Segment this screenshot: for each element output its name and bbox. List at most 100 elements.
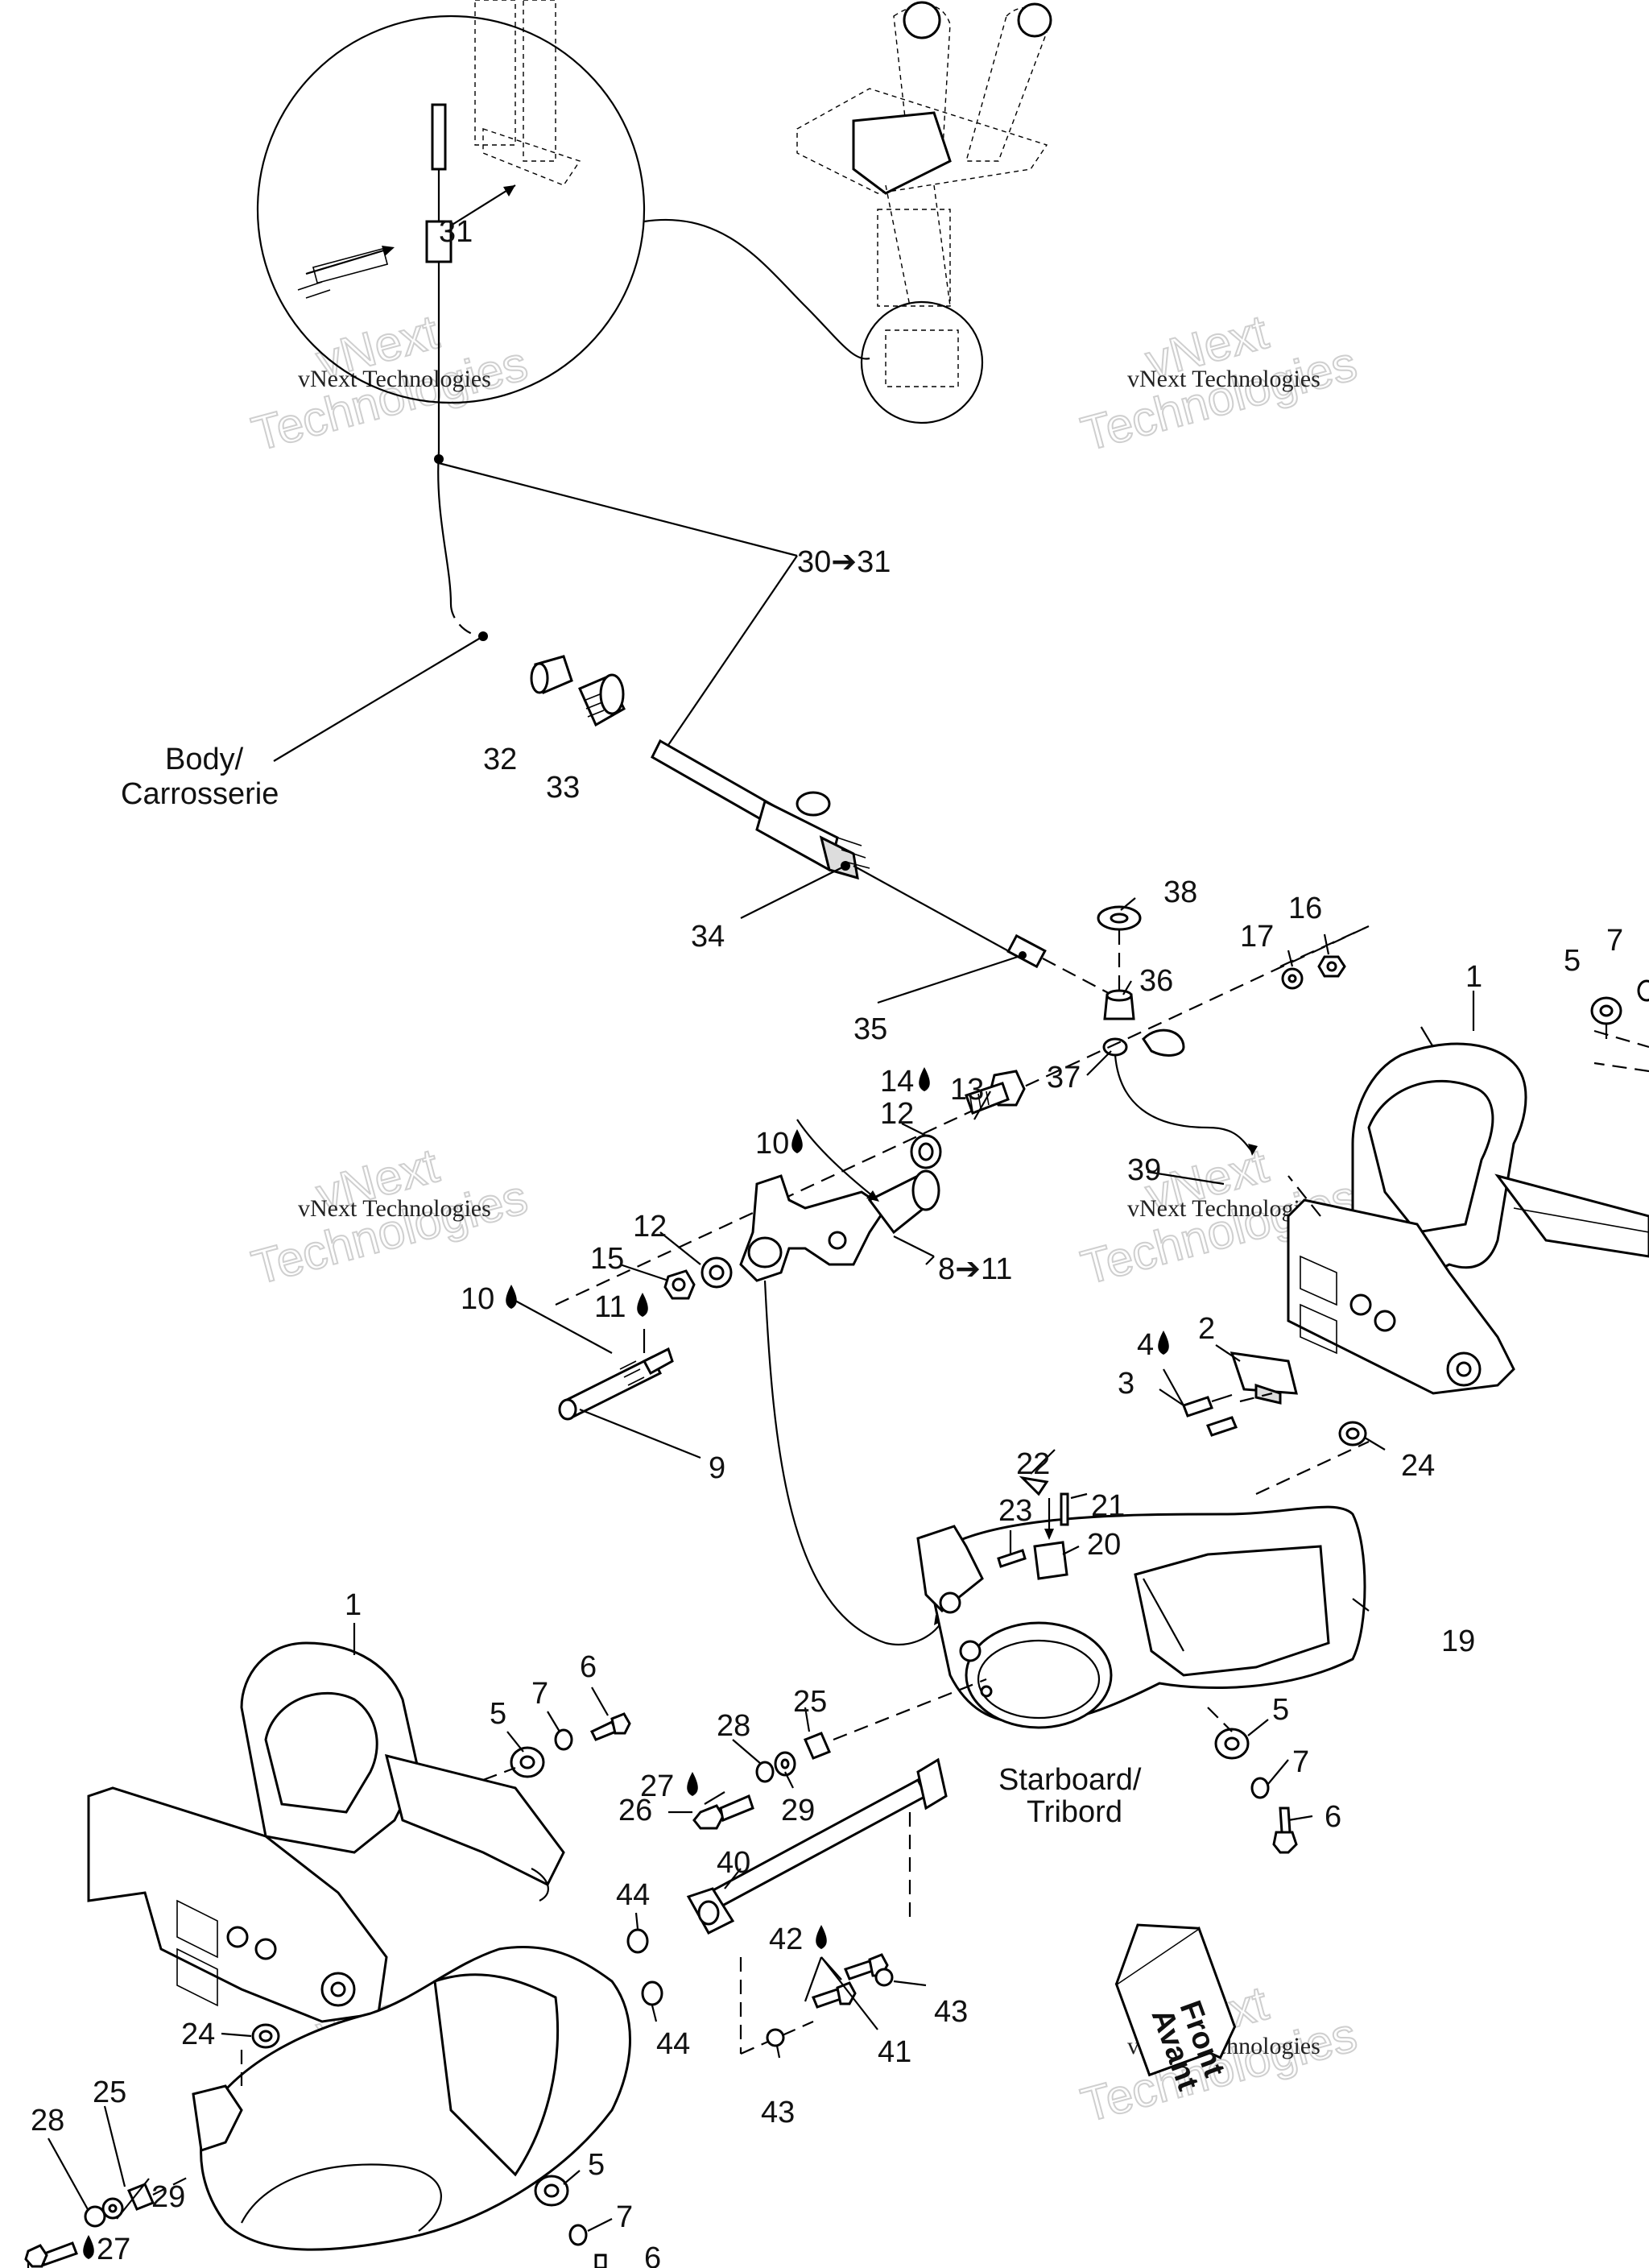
- label-7-top: 7: [1606, 924, 1623, 958]
- part-1-bracket-lower: [87, 1641, 565, 2023]
- part-5-grommet-left: [510, 1746, 545, 1778]
- starboard-label: Starboard/: [998, 1763, 1142, 1797]
- label-22: 22: [1016, 1447, 1050, 1481]
- part-29-washer-lower: [101, 2197, 124, 2220]
- label-5-top: 5: [1564, 944, 1581, 978]
- body-label: Body/: [165, 743, 244, 776]
- part-16-nut: [1317, 955, 1346, 978]
- label-26: 26: [618, 1794, 652, 1827]
- label-6-right: 6: [1325, 1800, 1341, 1834]
- part-34-cable-end: [651, 739, 1120, 1004]
- watermark-top-left: vNext Technologies vNext Technologies: [246, 304, 534, 461]
- shifter-handle-left: [903, 1, 941, 39]
- shifter-detail-circle: [860, 300, 984, 424]
- label-2: 2: [1198, 1312, 1215, 1346]
- label-20: 20: [1087, 1528, 1121, 1562]
- label-44-top: 44: [616, 1878, 650, 1912]
- label-25-bottom: 25: [93, 2076, 126, 2109]
- part-43-nut-b: [766, 2028, 785, 2047]
- label-10-top: 10: [755, 1127, 789, 1161]
- label-33: 33: [546, 771, 580, 805]
- part-7-washer-bottom: [568, 2224, 588, 2246]
- part-12-bushing-lower: [701, 1256, 733, 1289]
- part-6-screw-right: [1272, 1807, 1298, 1854]
- part-7-washer-right: [1250, 1777, 1270, 1799]
- label-37: 37: [1047, 1061, 1081, 1095]
- label-5-bottom: 5: [588, 2148, 605, 2182]
- drop-icon: [919, 1067, 930, 1091]
- cable-swivel-31: [425, 220, 453, 263]
- part-7-washer-top: [1637, 979, 1649, 1002]
- label-28-mid: 28: [717, 1709, 750, 1743]
- label-27-mid: 27: [640, 1769, 674, 1803]
- label-1-bottom: 1: [345, 1588, 362, 1622]
- label-31: 31: [439, 215, 473, 249]
- label-32: 32: [483, 743, 517, 776]
- label-13: 13: [950, 1073, 984, 1107]
- lubricant-drop-icons: [83, 1067, 1169, 2259]
- label-7-bottom: 7: [616, 2200, 633, 2234]
- detail-circle-view: [256, 0, 870, 451]
- part-29-washer-mid: [774, 1751, 796, 1777]
- label-43-right: 43: [934, 1995, 968, 2029]
- callout-texts: Body/ Carrosserie Starboard/ Tribord: [121, 743, 1142, 1829]
- part-44-bushing-b: [641, 1980, 663, 2006]
- part-5-grommet-right: [1214, 1728, 1250, 1760]
- part-12-bushing-upper: [910, 1134, 942, 1169]
- part-24-bushing-lower: [251, 2023, 280, 2049]
- part-19-nozzle-starboard: [916, 1505, 1366, 1729]
- leader-body: [273, 635, 484, 762]
- watermark-top-right: vNext Technologies vNext Technologies: [1075, 304, 1363, 461]
- part-17-washer: [1281, 967, 1304, 990]
- drop-icon: [687, 1772, 698, 1796]
- label-24-bottom: 24: [181, 2018, 215, 2051]
- label-15: 15: [590, 1242, 624, 1276]
- label-24-top: 24: [1401, 1449, 1435, 1483]
- ball-socket: [1142, 1028, 1185, 1057]
- leader-35: [877, 954, 1023, 1004]
- part-3-screw: [1182, 1393, 1238, 1437]
- label-38: 38: [1163, 875, 1197, 909]
- cable-eye-end: [431, 103, 447, 171]
- label-41: 41: [878, 2035, 911, 2069]
- label-21: 21: [1091, 1489, 1125, 1523]
- part-27-bolt-lower: [24, 2241, 78, 2268]
- part-7-washer-left: [554, 1728, 573, 1751]
- leader-30: [438, 461, 798, 557]
- label-7-left: 7: [531, 1677, 548, 1711]
- part-28-washer-mid: [755, 1761, 775, 1783]
- front-arrow: Front Avant: [1114, 1923, 1237, 2095]
- part-8-shift-lever: [739, 1169, 940, 1282]
- part-32-bushing: [530, 655, 573, 695]
- label-4: 4: [1137, 1328, 1154, 1362]
- drop-icon: [506, 1285, 517, 1309]
- label-17: 17: [1240, 920, 1274, 954]
- label-5-right: 5: [1272, 1693, 1289, 1727]
- shifter-assembly: [796, 1, 1052, 424]
- label-16: 16: [1288, 892, 1322, 925]
- part-19-nozzle-port: [192, 1945, 631, 2251]
- part-44-bushing-a: [626, 1928, 649, 1954]
- shifter-handle-right: [1017, 2, 1052, 38]
- label-25-mid: 25: [793, 1685, 827, 1719]
- label-23: 23: [998, 1494, 1032, 1528]
- leader-34: [740, 865, 846, 919]
- part-6-screw-left: [589, 1712, 631, 1741]
- label-7-right: 7: [1292, 1745, 1309, 1779]
- drop-icon: [83, 2235, 94, 2259]
- part-41-bolt-a: [811, 1981, 857, 2009]
- label-27-bottom: 27: [97, 2233, 130, 2266]
- label-3: 3: [1118, 1367, 1134, 1401]
- watermark-mid-left: vNext Technologies vNext Technologies: [246, 1137, 534, 1295]
- part-20-block: [1033, 1541, 1068, 1580]
- part-24-bushing-upper: [1338, 1421, 1367, 1446]
- label-40: 40: [717, 1846, 750, 1880]
- part-43-nut-a: [874, 1968, 894, 1987]
- part-25-sleeve-lower: [127, 2183, 155, 2211]
- watermark-text: vNext Technologies: [298, 1195, 491, 1222]
- carrosserie-label: Carrosserie: [121, 777, 279, 811]
- part-33-nut: [578, 673, 626, 727]
- label-28-bottom: 28: [31, 2104, 64, 2138]
- drop-icon: [637, 1293, 648, 1317]
